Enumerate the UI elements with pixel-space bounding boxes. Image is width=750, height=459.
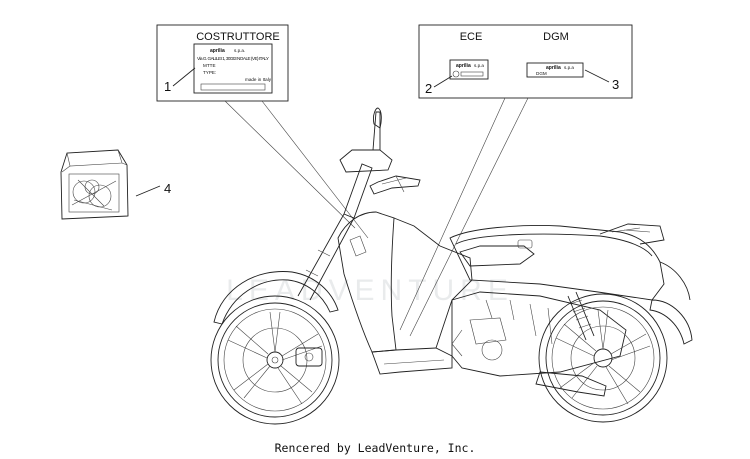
dgm-brand: aprilia bbox=[546, 65, 561, 71]
plate-line-type: TYPE: bbox=[203, 70, 216, 75]
plate-brand: aprilia bbox=[210, 48, 225, 54]
costruttore-title: COSTRUTTORE bbox=[196, 31, 280, 43]
plate-line-mtte: MTTE bbox=[203, 63, 216, 68]
watermark-text: LEADVENTURE bbox=[226, 274, 514, 307]
ece-dgm-box: ECE DGM aprilia s.p.a aprilia s.p.a DGM … bbox=[418, 24, 633, 99]
dgm-title: DGM bbox=[543, 31, 569, 43]
seat bbox=[455, 233, 653, 257]
leader-1 bbox=[172, 67, 196, 87]
leader-costruttore-a bbox=[224, 100, 356, 229]
leader-2 bbox=[433, 75, 453, 88]
plate-brand-suffix: s.p.a. bbox=[234, 48, 245, 53]
fuel-tank bbox=[459, 245, 535, 267]
leader-3 bbox=[584, 69, 610, 83]
rear-wheel bbox=[538, 293, 668, 423]
callout-3[interactable]: 3 bbox=[612, 77, 619, 92]
mirror-stem bbox=[372, 111, 381, 151]
mirror bbox=[373, 107, 382, 129]
costruttore-box: COSTRUTTORE aprilia s.p.a. Via G. GALILE… bbox=[156, 24, 289, 102]
scooter-decal-diagram: LEADVENTURE COSTRUTTORE aprilia s.p.a. V… bbox=[60, 24, 693, 425]
callout-2[interactable]: 2 bbox=[425, 81, 432, 96]
floorboard bbox=[371, 347, 453, 375]
callout-4[interactable]: 4 bbox=[164, 181, 171, 196]
leader-ece-a bbox=[399, 97, 506, 331]
front-mudguard bbox=[213, 271, 339, 325]
rear-mudguard bbox=[649, 299, 693, 345]
leader-4 bbox=[135, 185, 161, 197]
headlight-cover bbox=[339, 149, 393, 173]
leg-shield bbox=[337, 211, 397, 353]
ece-brand: aprilia bbox=[456, 63, 471, 69]
ece-label[interactable]: aprilia s.p.a bbox=[449, 59, 489, 80]
leader-ece-b bbox=[409, 97, 529, 337]
front-wheel bbox=[210, 295, 340, 425]
ece-suffix: s.p.a bbox=[474, 63, 484, 68]
ece-title: ECE bbox=[460, 31, 483, 43]
handlebar-grip bbox=[369, 175, 421, 195]
decal-kit-item[interactable]: 4 bbox=[60, 149, 171, 220]
rear-shock bbox=[567, 291, 595, 341]
exhaust bbox=[535, 371, 607, 397]
manufacturer-plate[interactable]: aprilia s.p.a. Via G. GALILEI 1, 30033 N… bbox=[193, 43, 273, 94]
dgm-suffix: s.p.a bbox=[564, 65, 574, 70]
rear-body bbox=[449, 225, 665, 301]
scooter-drawing bbox=[210, 107, 693, 425]
plate-made-in: made in Italy bbox=[245, 77, 272, 82]
front-fork bbox=[297, 213, 355, 301]
plate-address: Via G. GALILEI 1, 30033 NOALE (VE) ITALY bbox=[197, 56, 269, 61]
steering-column bbox=[343, 163, 373, 219]
dgm-label[interactable]: aprilia s.p.a DGM bbox=[526, 62, 584, 78]
dgm-label-text: DGM bbox=[536, 71, 547, 76]
rear-rack bbox=[599, 223, 665, 245]
leader-costruttore-b bbox=[261, 100, 369, 239]
callout-1[interactable]: 1 bbox=[164, 79, 171, 94]
footer-credit: Rencered by LeadVenture, Inc. bbox=[274, 441, 476, 455]
engine-block bbox=[451, 291, 627, 377]
